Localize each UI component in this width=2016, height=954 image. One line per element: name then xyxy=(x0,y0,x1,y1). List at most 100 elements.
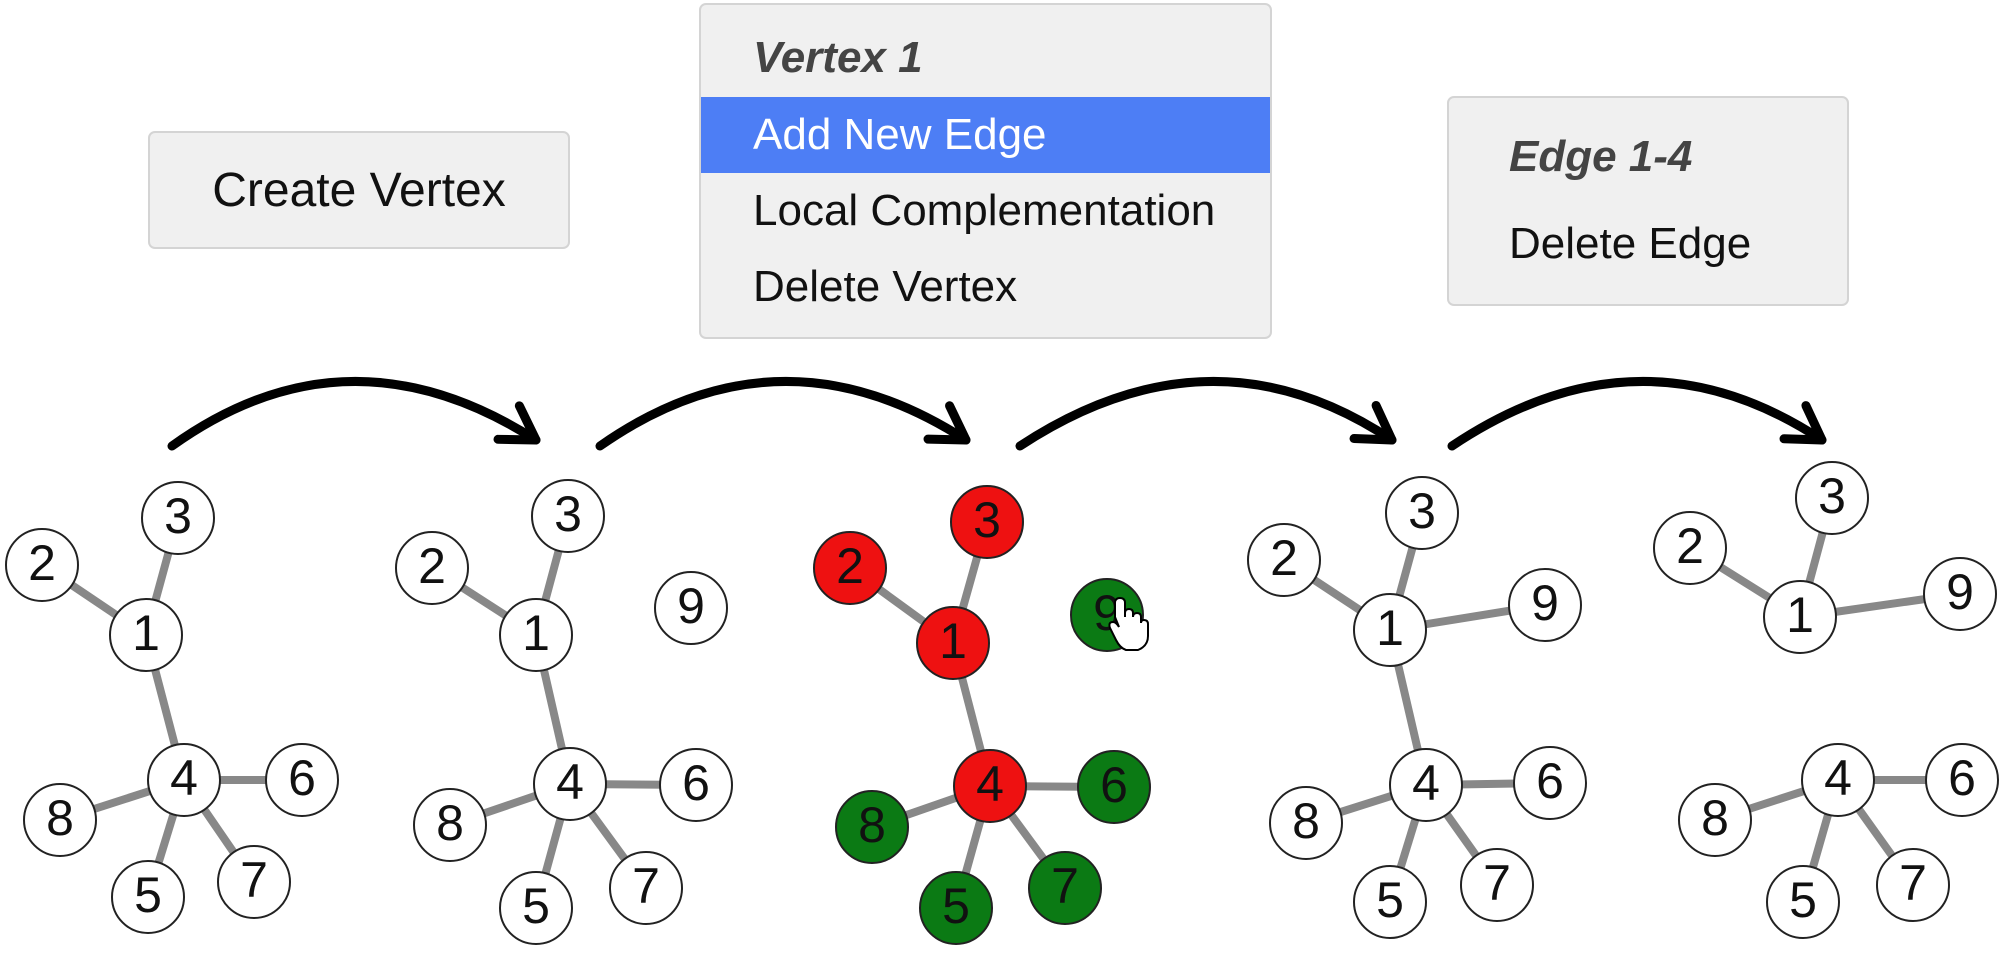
vertex-label: 2 xyxy=(836,538,864,594)
menu-item-delete-vertex[interactable]: Delete Vertex xyxy=(753,262,1018,311)
vertex-label: 3 xyxy=(973,492,1001,548)
vertex-4[interactable] xyxy=(953,749,1027,823)
vertex-5[interactable] xyxy=(1766,865,1840,939)
vertex-label: 1 xyxy=(132,605,160,661)
transition-arrow-4 xyxy=(1447,376,1827,451)
vertex-label: 9 xyxy=(1946,564,1974,620)
arrowhead-icon xyxy=(1349,401,1397,445)
vertex-label: 8 xyxy=(1701,790,1729,846)
vertex-2[interactable] xyxy=(813,531,887,605)
vertex-1[interactable] xyxy=(499,598,573,672)
vertex-2[interactable] xyxy=(395,531,469,605)
transition-arrows xyxy=(167,376,1827,451)
transition-arrow-1 xyxy=(167,376,541,451)
menu-item-delete-edge[interactable]: Delete Edge xyxy=(1509,219,1752,268)
vertex-3[interactable] xyxy=(950,485,1024,559)
vertex-6[interactable] xyxy=(265,743,339,817)
create-vertex-button[interactable]: Create Vertex xyxy=(148,131,570,249)
vertex-9[interactable] xyxy=(1923,557,1997,631)
vertex-9[interactable] xyxy=(654,571,728,645)
vertex-label: 6 xyxy=(288,750,316,806)
vertex-8[interactable] xyxy=(413,788,487,862)
vertex-3[interactable] xyxy=(141,481,215,555)
vertex-label: 7 xyxy=(632,858,660,914)
vertex-6[interactable] xyxy=(659,748,733,822)
vertex-label: 3 xyxy=(164,488,192,544)
vertex-4[interactable] xyxy=(1801,743,1875,817)
vertex-label: 4 xyxy=(976,756,1004,812)
vertex-3[interactable] xyxy=(531,479,605,553)
menu-item-local-complementation[interactable]: Local Complementation xyxy=(753,186,1216,235)
vertex-label: 1 xyxy=(522,605,550,661)
vertex-5[interactable] xyxy=(1353,865,1427,939)
vertex-2[interactable] xyxy=(1653,511,1727,585)
vertex-6[interactable] xyxy=(1513,746,1587,820)
vertex-7[interactable] xyxy=(217,845,291,919)
menu-item-add-new-edge[interactable]: Add New Edge xyxy=(701,97,1270,173)
vertex-1[interactable] xyxy=(109,598,183,672)
edge-context-menu: Edge 1-4 Delete Edge xyxy=(1447,96,1849,306)
vertex-1[interactable] xyxy=(1353,593,1427,667)
arrowhead-icon xyxy=(1779,401,1827,445)
vertex-label: 8 xyxy=(1292,793,1320,849)
vertex-label: 5 xyxy=(1789,872,1817,928)
arrowhead-icon xyxy=(923,401,971,445)
vertex-label: 9 xyxy=(1531,575,1559,631)
vertex-label: 6 xyxy=(682,755,710,811)
vertex-8[interactable] xyxy=(23,783,97,857)
vertex-3[interactable] xyxy=(1385,476,1459,550)
vertex-4[interactable] xyxy=(147,743,221,817)
vertex-label: 3 xyxy=(554,486,582,542)
vertex-menu-title: Vertex 1 xyxy=(753,33,923,82)
vertex-2[interactable] xyxy=(1247,523,1321,597)
vertex-1[interactable] xyxy=(1763,580,1837,654)
vertex-5[interactable] xyxy=(111,860,185,934)
vertex-5[interactable] xyxy=(499,871,573,945)
vertex-7[interactable] xyxy=(1876,848,1950,922)
transition-arrow-3 xyxy=(1015,376,1397,451)
vertex-label: 3 xyxy=(1818,468,1846,524)
vertex-label: 9 xyxy=(677,578,705,634)
vertex-2[interactable] xyxy=(5,528,79,602)
vertex-label: 4 xyxy=(1824,750,1852,806)
vertex-7[interactable] xyxy=(1460,848,1534,922)
vertex-label: 2 xyxy=(418,538,446,594)
vertex-9[interactable] xyxy=(1508,568,1582,642)
vertex-3[interactable] xyxy=(1795,461,1869,535)
vertex-label: 2 xyxy=(1270,530,1298,586)
vertex-6[interactable] xyxy=(1925,743,1999,817)
vertex-label: 7 xyxy=(1051,858,1079,914)
vertex-label: 6 xyxy=(1948,750,1976,806)
vertex-label: 8 xyxy=(46,790,74,846)
vertex-label: 5 xyxy=(134,867,162,923)
vertex-label: 1 xyxy=(939,613,967,669)
vertex-label: 2 xyxy=(1676,518,1704,574)
transition-arrow-2 xyxy=(595,376,971,451)
vertex-label: 1 xyxy=(1376,600,1404,656)
vertex-8[interactable] xyxy=(1269,786,1343,860)
vertex-label: 7 xyxy=(1899,855,1927,911)
vertex-8[interactable] xyxy=(835,790,909,864)
vertex-4[interactable] xyxy=(1389,748,1463,822)
vertex-label: 8 xyxy=(858,797,886,853)
vertex-6[interactable] xyxy=(1077,750,1151,824)
vertex-7[interactable] xyxy=(1028,851,1102,925)
vertex-label: 7 xyxy=(1483,855,1511,911)
vertex-label: 4 xyxy=(556,754,584,810)
hand-cursor-icon xyxy=(1108,596,1149,651)
vertex-7[interactable] xyxy=(609,851,683,925)
vertex-4[interactable] xyxy=(533,747,607,821)
edge-menu-title: Edge 1-4 xyxy=(1509,132,1693,181)
vertex-label: 6 xyxy=(1536,753,1564,809)
vertex-8[interactable] xyxy=(1678,783,1752,857)
vertex-label: 5 xyxy=(942,878,970,934)
vertex-1[interactable] xyxy=(916,606,990,680)
vertex-5[interactable] xyxy=(919,871,993,945)
vertex-label: 8 xyxy=(436,795,464,851)
